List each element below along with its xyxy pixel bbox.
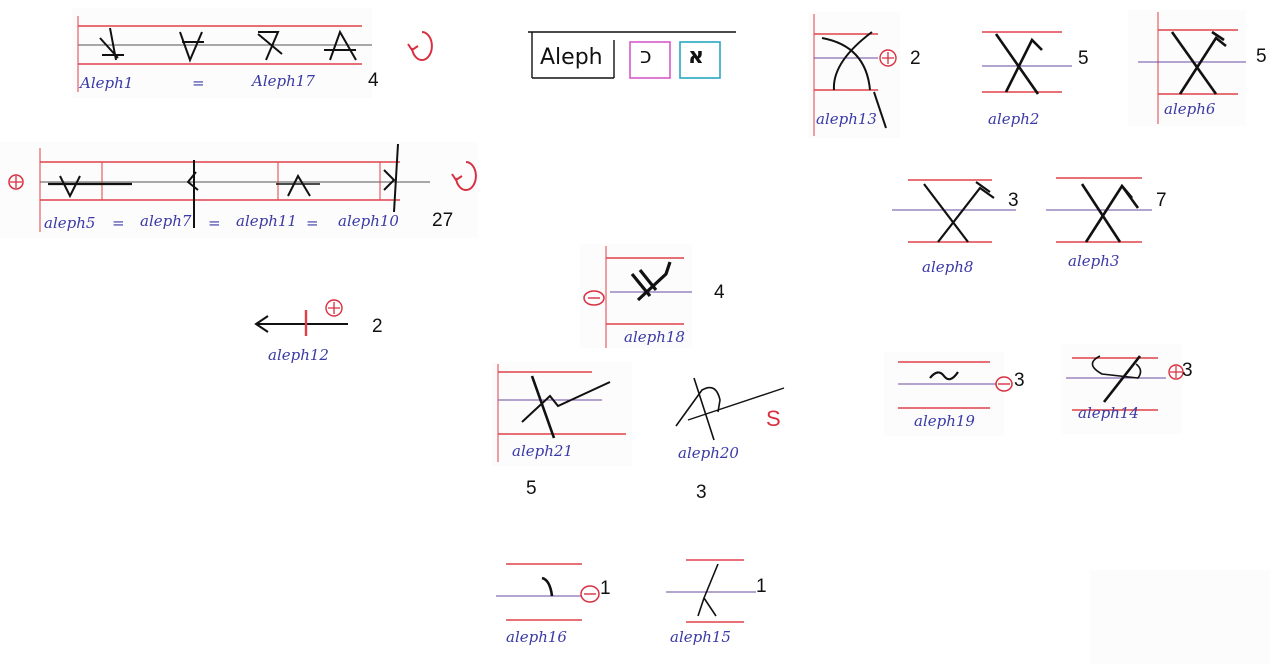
aleph12-label: aleph12 xyxy=(268,346,329,364)
aleph20-mark: S xyxy=(766,406,781,431)
aleph21-label: aleph21 xyxy=(512,442,573,460)
aleph14-count: 3 xyxy=(1182,360,1193,381)
group-aleph5-label-1: aleph5 xyxy=(44,214,96,232)
aleph2-label: aleph2 xyxy=(988,110,1040,128)
aleph15-label: aleph15 xyxy=(670,628,731,646)
aleph2-count: 5 xyxy=(1078,48,1089,69)
aleph12-count: 2 xyxy=(372,316,383,337)
aleph13-count: 2 xyxy=(910,48,921,69)
aleph19-count: 3 xyxy=(1014,370,1025,391)
aleph20-count: 3 xyxy=(696,482,707,503)
aleph16-label: aleph16 xyxy=(506,628,567,646)
group-aleph1-panel xyxy=(72,8,372,98)
aleph16-count: 1 xyxy=(600,578,611,599)
aleph15-sketch xyxy=(666,559,756,623)
legend-aleph-label: Aleph xyxy=(540,45,603,70)
aleph2-sketch xyxy=(982,31,1072,95)
aleph14-panel xyxy=(1062,344,1182,434)
aleph21-sketch xyxy=(497,364,626,462)
group-aleph1-label-3: Aleph17 xyxy=(252,72,315,90)
aleph21-count: 5 xyxy=(526,478,537,499)
group-aleph1-sketch xyxy=(77,16,433,92)
aleph15-count: 1 xyxy=(756,576,767,597)
group-aleph1-count: 4 xyxy=(368,70,379,91)
aleph18-sketch xyxy=(583,246,692,348)
aleph19-sketch xyxy=(898,361,1013,409)
aleph3-label: aleph3 xyxy=(1068,252,1120,270)
group-aleph5-label-3: aleph7 xyxy=(140,212,192,230)
legend-glyph-kaf: כ xyxy=(640,44,652,69)
group-aleph5-label-2: = xyxy=(112,214,125,232)
group-aleph5-label-4: = xyxy=(208,214,221,232)
group-aleph5-panel xyxy=(0,142,478,238)
aleph18-count: 4 xyxy=(714,282,725,303)
aleph20-sketch xyxy=(675,377,785,441)
aleph8-label: aleph8 xyxy=(922,258,974,276)
aleph13-panel xyxy=(808,12,900,138)
blank-panel xyxy=(1090,570,1270,664)
aleph14-sketch xyxy=(1066,355,1184,411)
group-aleph1-label-2: = xyxy=(192,74,205,92)
aleph19-label: aleph19 xyxy=(914,412,975,430)
aleph13-label: aleph13 xyxy=(816,110,877,128)
legend-glyph-aleph: א xyxy=(688,44,705,69)
aleph14-label: aleph14 xyxy=(1078,404,1139,422)
aleph21-panel xyxy=(492,362,632,466)
group-aleph1-label-1: Aleph1 xyxy=(80,74,134,92)
aleph8-count: 3 xyxy=(1008,190,1019,211)
group-aleph5-sketch xyxy=(8,143,477,232)
group-aleph5-count: 27 xyxy=(432,210,454,231)
aleph6-count: 5 xyxy=(1256,46,1267,67)
aleph20-label: aleph20 xyxy=(678,444,739,462)
legend-frame xyxy=(528,31,736,79)
aleph18-panel xyxy=(580,244,692,348)
group-aleph5-label-5: aleph11 xyxy=(236,212,297,230)
aleph3-sketch xyxy=(1046,177,1152,243)
group-aleph5-label-7: aleph10 xyxy=(338,212,399,230)
aleph3-count: 7 xyxy=(1156,190,1167,211)
group-aleph5-label-6: = xyxy=(306,214,319,232)
aleph19-panel xyxy=(884,352,1004,436)
aleph12-sketch xyxy=(254,299,348,336)
aleph6-label: aleph6 xyxy=(1164,100,1216,118)
aleph18-label: aleph18 xyxy=(624,328,685,346)
aleph16-sketch xyxy=(496,563,600,621)
aleph8-sketch xyxy=(892,179,1016,243)
aleph13-sketch xyxy=(813,14,897,136)
aleph6-sketch xyxy=(1138,12,1246,124)
